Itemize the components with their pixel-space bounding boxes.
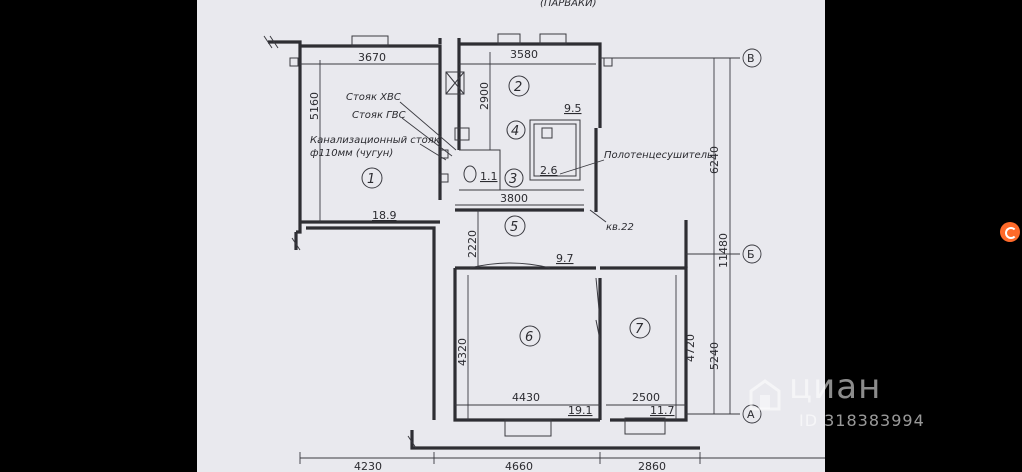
dim-mid-horizontal: 3800 <box>500 192 528 205</box>
axis-label-a: А <box>747 408 755 421</box>
area-room-3: 1.1 <box>480 170 498 183</box>
area-room-1: 18.9 <box>372 209 397 222</box>
dim-right-total: 11480 <box>717 233 730 268</box>
room-markers <box>361 75 651 347</box>
axis-label-v: В <box>747 52 755 65</box>
label-apartment: кв.22 <box>606 222 634 233</box>
room-number-2: 2 <box>514 80 522 95</box>
label-cold-riser: Стояк ХВС <box>346 92 401 103</box>
dim-room7-width: 2500 <box>632 391 660 404</box>
dim-bottom-mid: 4660 <box>505 460 533 472</box>
dim-bottom-left: 4230 <box>354 460 382 472</box>
dim-room6-vertical: 4320 <box>456 338 469 366</box>
area-room-6: 19.1 <box>568 404 593 417</box>
dim-bottom-right: 2860 <box>638 460 666 472</box>
area-room-5: 9.7 <box>556 252 574 265</box>
area-room-4: 2.6 <box>540 164 558 177</box>
dim-top-left: 3670 <box>358 51 386 64</box>
room-number-7: 7 <box>635 322 644 337</box>
dim-room2-vertical: 2900 <box>478 82 491 110</box>
room-number-3: 3 <box>509 172 517 187</box>
dim-room6-width: 4430 <box>512 391 540 404</box>
corner-app-icon[interactable] <box>1000 222 1020 242</box>
dim-right-lower: 5240 <box>708 342 721 370</box>
watermark-brand: циан <box>789 367 882 407</box>
watermark-listing-id: ID 318383994 <box>799 411 925 430</box>
room-number-4: 4 <box>511 124 519 139</box>
axis-label-b: Б <box>747 248 755 261</box>
area-room-7: 11.7 <box>650 404 675 417</box>
dim-right-upper: 6240 <box>708 146 721 174</box>
header-fragment: (ПАРВАКИ) <box>540 0 596 9</box>
floor-plan-drawing: (ПАРВАКИ) <box>263 0 825 472</box>
cian-logo-icon <box>749 379 781 411</box>
walls <box>263 33 700 450</box>
dim-top-right: 3580 <box>510 48 538 61</box>
dimension-lines <box>299 52 825 464</box>
room-number-1: 1 <box>367 172 375 187</box>
dim-room7-vertical: 4720 <box>684 334 697 362</box>
label-hot-riser: Стояк ГВС <box>352 110 406 121</box>
room-number-6: 6 <box>525 330 533 345</box>
floor-plan-sheet: (ПАРВАКИ) <box>197 0 825 472</box>
dim-left-vertical: 5160 <box>308 92 321 120</box>
label-towel-dryer: Полотенцесушитель <box>604 150 713 161</box>
area-room-2: 9.5 <box>564 102 582 115</box>
room-number-5: 5 <box>510 220 518 235</box>
dim-corridor-vertical: 2220 <box>466 230 479 258</box>
label-sewer-spec: ф110мм (чугун) <box>310 148 393 159</box>
cian-watermark: циан ID 318383994 <box>745 365 935 445</box>
label-sewer-riser: Канализационный стояк <box>310 135 440 146</box>
axis-markers: В Б А <box>742 48 762 424</box>
